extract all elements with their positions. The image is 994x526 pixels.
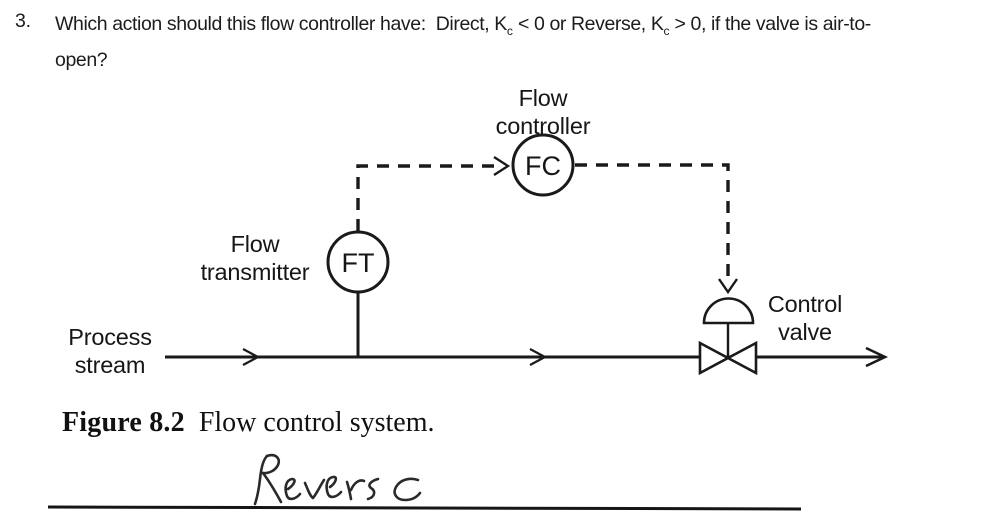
signal-arrow-into-valve bbox=[718, 278, 738, 295]
question-number: 3. bbox=[15, 10, 31, 32]
valve-actuator-dome bbox=[702, 297, 755, 325]
label-process-stream: Process stream bbox=[68, 324, 152, 378]
process-arrow-mid bbox=[529, 348, 548, 366]
question-line-2: open? bbox=[55, 48, 108, 71]
figure-caption-text: Flow control system. bbox=[198, 407, 435, 438]
handwriting-strokes bbox=[253, 453, 422, 506]
label-flow-transmitter: Flow transmitter bbox=[200, 231, 310, 285]
question-3: 3. Which action should this flow control… bbox=[15, 10, 990, 75]
question-line-1-part: > 0, if the valve is air-to- bbox=[669, 13, 872, 35]
question-line-1-part: < 0 or Reverse, K bbox=[512, 13, 664, 35]
process-arrow-left bbox=[242, 348, 261, 366]
kc-subscript: c bbox=[663, 23, 670, 38]
label-flow-controller: Flow controller bbox=[495, 85, 591, 139]
question-line-1: Which action should this flow controller… bbox=[55, 10, 871, 46]
signal-arrow-into-fc bbox=[493, 155, 511, 177]
figure-caption-label: Figure 8.2 bbox=[62, 407, 185, 438]
fc-circle bbox=[511, 133, 575, 197]
fc-tag-text: FC bbox=[525, 151, 561, 181]
question-text: Which action should this flow controller… bbox=[55, 10, 871, 75]
signal-line-ft-fc bbox=[356, 164, 494, 231]
figure-caption: Figure 8.2 Flow control system. bbox=[62, 407, 434, 439]
valve-body-left bbox=[698, 340, 731, 376]
label-control-valve: Control valve bbox=[767, 291, 843, 345]
kc-subscript: c bbox=[506, 23, 513, 38]
question-line-1-part: Which action should this flow controller… bbox=[55, 13, 507, 35]
ft-circle bbox=[326, 230, 390, 294]
ft-tag-text: FT bbox=[342, 248, 375, 278]
signal-line-fc-valve bbox=[575, 163, 730, 283]
answer-line bbox=[47, 505, 802, 511]
process-arrow-end bbox=[865, 346, 889, 368]
answer-area-svg bbox=[47, 453, 802, 511]
valve-body-right bbox=[725, 340, 758, 376]
